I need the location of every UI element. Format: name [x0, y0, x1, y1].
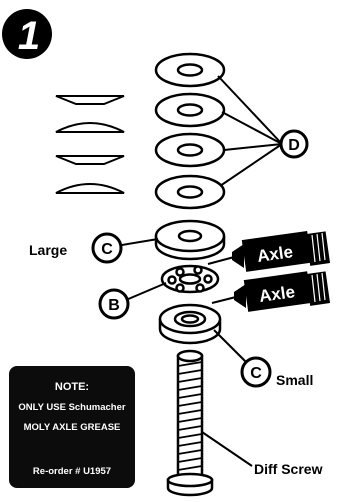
label-large: Large: [29, 242, 67, 258]
washer-profile-2: [55, 122, 125, 133]
note-line-2: ONLY USE Schumacher: [18, 402, 125, 413]
large-c-leader: [121, 238, 159, 246]
d-washer-4: [154, 174, 226, 210]
step-number: 1: [18, 14, 40, 58]
ball-1: [167, 275, 177, 285]
diff-screw-leader: [201, 431, 253, 467]
grease-tube-top: Axle: [207, 230, 331, 272]
washer-profile-4: [55, 183, 125, 194]
note-box: NOTE: ONLY USE Schumacher MOLY AXLE GREA…: [9, 366, 135, 488]
tube-top-text: Axle: [256, 242, 294, 266]
grease-tube-bottom: Axle: [211, 271, 331, 312]
screw-threads: [177, 361, 203, 471]
b-bearing: [160, 264, 220, 294]
small-c-washer: [158, 303, 222, 345]
note-line-1: NOTE:: [55, 381, 89, 393]
tube-bottom-text: Axle: [258, 282, 296, 306]
washer-profile-1: [55, 95, 125, 105]
diff-screw: [166, 349, 214, 497]
small-c-leader: [213, 329, 247, 363]
washer-profiles: [55, 95, 125, 194]
callout-d: D: [279, 129, 309, 159]
callout-c-large-letter: C: [101, 241, 113, 258]
ball-4: [203, 274, 213, 284]
d-washer-1: [154, 52, 226, 88]
callout-c-small: C: [240, 356, 272, 388]
d-washer-2: [154, 92, 226, 128]
callout-b-letter: B: [108, 297, 120, 314]
d-leader-lines: [217, 75, 283, 187]
ball-3: [193, 265, 203, 275]
washer-profile-3: [55, 155, 125, 165]
step-badge: 1: [2, 9, 52, 59]
callout-b: B: [98, 288, 130, 320]
label-diff-screw: Diff Screw: [254, 461, 323, 477]
d-washers: [154, 52, 226, 210]
label-small: Small: [276, 372, 313, 388]
callout-c-large: C: [91, 232, 123, 264]
b-leader: [125, 282, 167, 301]
note-line-3: MOLY AXLE GREASE: [24, 422, 121, 433]
callout-d-letter: D: [288, 137, 300, 154]
ball-2: [175, 267, 185, 277]
d-washer-3: [154, 132, 226, 168]
ball-5: [195, 283, 205, 293]
large-c-washer: [154, 219, 226, 261]
ball-6: [175, 283, 185, 293]
callout-c-small-letter: C: [250, 365, 262, 382]
note-line-4: Re-order # U1957: [33, 466, 111, 477]
